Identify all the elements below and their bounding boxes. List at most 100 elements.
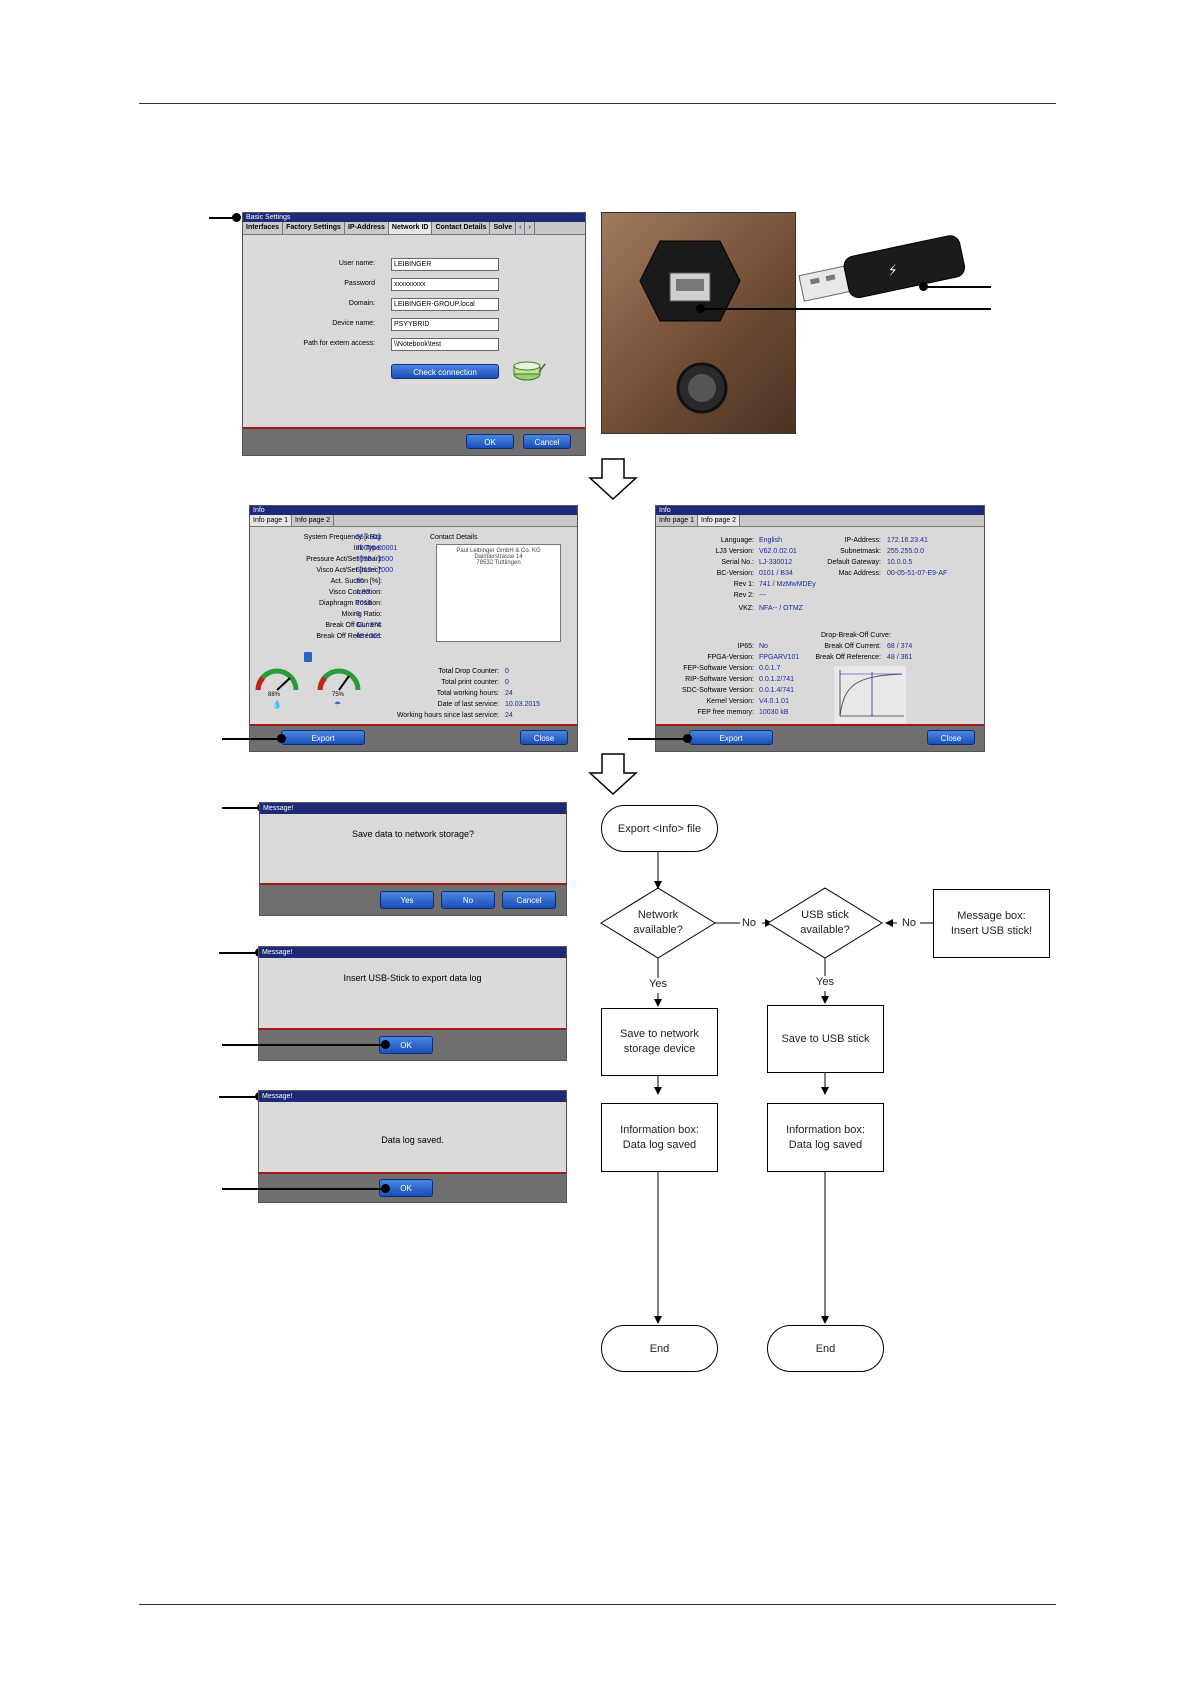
tab-info-page-2[interactable]: Info page 2 <box>698 515 741 526</box>
flow-info-line: Data log saved <box>788 1138 863 1151</box>
flow-no-label: No <box>741 917 757 929</box>
user-name-field[interactable]: LEIBINGER <box>391 258 499 271</box>
flow-save-network-line: Save to network <box>620 1028 699 1040</box>
path-field[interactable]: \\Notebook\test <box>391 338 499 351</box>
solvent-level-value: 75% <box>332 692 345 698</box>
callout-line-export-2 <box>628 738 688 740</box>
row-value: 70000-00001 <box>356 545 398 552</box>
ok-button[interactable]: OK <box>466 434 514 449</box>
callout-line-usb-port <box>701 308 991 310</box>
row-value: 96 / 60µ <box>356 534 382 541</box>
tab-scroll-left-icon[interactable]: ‹ <box>516 222 526 234</box>
flowchart-connectors <box>600 848 933 1324</box>
flow-info-box-usb: Information box: Data log saved <box>767 1103 884 1172</box>
basic-settings-window: Basic Settings Interfaces Factory Settin… <box>242 212 586 456</box>
row-label: Default Gateway: <box>827 559 881 566</box>
row-value: --- <box>759 592 766 599</box>
contact-details-title: Contact Details <box>430 534 478 541</box>
close-button[interactable]: Close <box>520 730 568 745</box>
yes-button[interactable]: Yes <box>380 891 434 909</box>
dialog-title: Message! <box>260 803 566 814</box>
row-value: 741 / MzMwMDEy <box>759 581 816 588</box>
dialog-text: Data log saved. <box>381 1135 444 1145</box>
cancel-button[interactable]: Cancel <box>523 434 571 449</box>
domain-label: Domain: <box>348 300 375 307</box>
no-button[interactable]: No <box>441 891 495 909</box>
counter-label: Total working hours: <box>436 690 499 697</box>
row-label: BC-Version: <box>716 570 754 577</box>
domain-field[interactable]: LEIBINGER-GROUP.local <box>391 298 499 311</box>
row-label: Language: <box>720 537 754 544</box>
counter-value: 24 <box>505 690 513 697</box>
curve-title: Drop-Break-Off Curve: <box>821 632 891 639</box>
flow-save-usb: Save to USB stick <box>767 1005 884 1073</box>
row-label: Rev 2: <box>733 592 754 599</box>
callout-dot <box>683 734 692 743</box>
row-value: 6312 / 7000 <box>356 567 393 574</box>
row-value: 10.0.0.5 <box>887 559 913 566</box>
tab-info-page-1[interactable]: Info page 1 <box>250 515 293 526</box>
tab-scroll-right-icon[interactable]: › <box>525 222 535 234</box>
callout-line-ok-2 <box>222 1044 385 1046</box>
row-label: Mac Address: <box>838 570 881 577</box>
contact-line: Paul Leibinger GmbH & Co. KG <box>456 548 541 554</box>
bottom-bar: Export Close <box>656 724 984 751</box>
counter-value: 24 <box>505 712 513 719</box>
row-value: 00-05-51-07-E9-AF <box>887 570 948 577</box>
header-rule <box>139 103 1056 104</box>
flow-info-line: Information box: <box>786 1123 865 1136</box>
device-name-field[interactable]: PSYYBRID <box>391 318 499 331</box>
contact-details-box: Paul Leibinger GmbH & Co. KG Daimlerstra… <box>436 544 561 642</box>
flow-save-network: Save to network storage device <box>601 1008 718 1076</box>
row-label: FEP free memory: <box>697 709 754 716</box>
ink-level-value: 88% <box>268 692 281 698</box>
dialog-text: Insert USB-Stick to export data log <box>343 973 482 983</box>
flow-info-line: Information box: <box>620 1123 699 1136</box>
row-value: V62.0.02.01 <box>759 548 797 555</box>
tab-ip-address[interactable]: IP-Address <box>345 222 389 234</box>
tab-bar: Interfaces Factory Settings IP-Address N… <box>243 222 585 235</box>
window-title: Info <box>656 506 984 515</box>
path-label: Path for extern access: <box>303 340 375 347</box>
export-button[interactable]: Export <box>281 730 365 745</box>
close-button[interactable]: Close <box>927 730 975 745</box>
callout-dot <box>232 213 241 222</box>
fuel-pump-icon <box>304 652 312 662</box>
tab-info-page-1[interactable]: Info page 1 <box>656 515 699 526</box>
tab-solve[interactable]: Solve <box>490 222 517 234</box>
flow-network-line: available? <box>633 924 683 936</box>
password-field[interactable]: xxxxxxxxx <box>391 278 499 291</box>
bottom-bar: OK Cancel <box>243 427 585 455</box>
callout-line-ok-3 <box>222 1188 385 1190</box>
cancel-button[interactable]: Cancel <box>502 891 556 909</box>
tab-network-id[interactable]: Network ID <box>388 222 433 234</box>
row-value: 48 / 361 <box>887 654 913 661</box>
contact-line: 78532 Tuttlingen <box>476 560 521 566</box>
export-button[interactable]: Export <box>689 730 773 745</box>
counter-label: Total print counter: <box>441 679 499 686</box>
row-value: 0101 / B34 <box>759 570 793 577</box>
counter-label: Total Drop Counter: <box>438 668 499 675</box>
callout-line-msg3 <box>219 1096 261 1098</box>
row-label: Diaphragm Position: <box>318 600 382 607</box>
tab-interfaces[interactable]: Interfaces <box>243 222 284 234</box>
callout-line-usb-stick <box>924 286 991 288</box>
tab-info-page-2[interactable]: Info page 2 <box>292 515 335 526</box>
row-value: V4.0.1.01 <box>759 698 789 705</box>
window-title: Basic Settings <box>243 213 585 222</box>
info-page-1-window: Info Info page 1 Info page 2 System Freq… <box>249 505 578 752</box>
row-value: English <box>759 537 782 544</box>
user-name-label: User name: <box>338 260 375 267</box>
dialog-text: Save data to network storage? <box>351 829 475 839</box>
tab-bar: Info page 1 Info page 2 <box>656 515 984 527</box>
row-label: FPGA-Version: <box>707 654 754 661</box>
flow-usb-line: USB stick <box>801 909 849 921</box>
check-connection-button[interactable]: Check connection <box>391 364 499 379</box>
bottom-bar: Yes No Cancel <box>260 883 566 915</box>
tab-contact-details[interactable]: Contact Details <box>432 222 491 234</box>
row-label: Visco Act/Set [msec]: <box>316 567 382 574</box>
info-page-2-window: Info Info page 1 Info page 2 Language: E… <box>655 505 985 752</box>
row-value: 172.16.23.41 <box>887 537 928 544</box>
tab-factory-settings[interactable]: Factory Settings <box>283 222 345 234</box>
flow-end-network: End <box>601 1325 718 1372</box>
